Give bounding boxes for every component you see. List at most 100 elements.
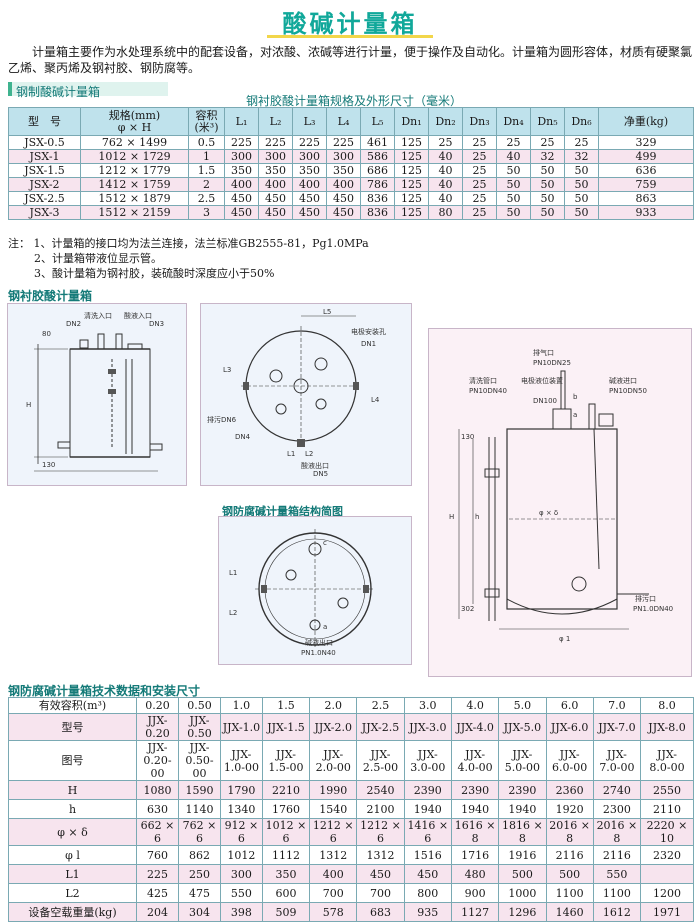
table-cell: 40 xyxy=(428,163,463,178)
diagram-label-alkali: 钢防腐碱计量箱结构简图 xyxy=(222,505,343,518)
table-header-cell: 容积 (米³) xyxy=(188,107,225,136)
table-cell: 2016 × 8 xyxy=(592,818,642,846)
table-cell: 125 xyxy=(394,177,429,192)
table-cell: 3 xyxy=(188,205,225,220)
table-cell: 2116 xyxy=(592,845,642,865)
table-cell: JJX- 4.0-00 xyxy=(450,740,500,781)
table-cell: 1590 xyxy=(178,780,222,800)
table-cell: 4.0 xyxy=(450,697,500,714)
pn-dn25-label: PN10DN25 xyxy=(533,359,571,367)
table-cell: 578 xyxy=(309,902,358,922)
table-cell: 350 xyxy=(326,163,361,178)
table-cell: JJX-5.0 xyxy=(498,713,547,741)
table-cell: 450 xyxy=(356,864,405,884)
table-cell: 862 xyxy=(178,845,222,865)
table-header-cell: Dn₃ xyxy=(462,107,497,136)
table-cell: 350 xyxy=(261,864,311,884)
table-cell: 300 xyxy=(220,864,263,884)
table-cell: 329 xyxy=(598,135,694,150)
table-cell: 1612 xyxy=(592,902,642,922)
table-cell: JJX- 5.0-00 xyxy=(498,740,547,781)
table-cell: 25 xyxy=(462,149,497,164)
table-cell: JSX-2.5 xyxy=(8,191,81,206)
vent-label: 酸液出口 xyxy=(301,461,329,470)
l5-label: L5 xyxy=(323,308,331,316)
row-header: 图号 xyxy=(8,740,137,781)
table-cell: 50 xyxy=(564,163,599,178)
l4-label: L4 xyxy=(371,396,380,404)
dn2-label: DN2 xyxy=(66,320,81,328)
table-cell: 400 xyxy=(326,177,361,192)
table-cell: 50 xyxy=(496,191,531,206)
table-cell: 2390 xyxy=(498,780,547,800)
table-cell: JJX- 3.0-00 xyxy=(403,740,452,781)
note-line: 注： 1、计量箱的接口均为法兰连接，法兰标准GB2555-81，Pg1.0MPa xyxy=(8,237,369,250)
title-underline xyxy=(267,35,433,38)
dn3-label: DN3 xyxy=(149,320,164,328)
table-cell: 2116 xyxy=(545,845,594,865)
dim-h-label: H xyxy=(449,513,454,521)
table-cell: 836 xyxy=(360,205,395,220)
table-cell: 50 xyxy=(530,163,565,178)
table-cell: JSX-2 xyxy=(8,177,81,192)
table-cell: 25 xyxy=(462,163,497,178)
table-cell: 425 xyxy=(135,883,180,903)
table-cell: JJX-2.0 xyxy=(309,713,358,741)
table-cell: 499 xyxy=(598,149,694,164)
table-cell: 1296 xyxy=(498,902,547,922)
table-cell: 586 xyxy=(360,149,395,164)
note-line: 3、酸计量箱为钢衬胶，装硫酸时深度应小于50% xyxy=(34,267,275,280)
table-cell: 762 × 1499 xyxy=(80,135,189,150)
table-cell: 50 xyxy=(496,205,531,220)
table-cell: JJX- 1.5-00 xyxy=(261,740,311,781)
table-cell: 3.0 xyxy=(403,697,452,714)
table-cell: JJX-0.50 xyxy=(178,713,222,741)
table-cell: 1616 × 8 xyxy=(450,818,500,846)
table-cell: 686 xyxy=(360,163,395,178)
table-cell: JSX-1.5 xyxy=(8,163,81,178)
table-cell: 1127 xyxy=(450,902,500,922)
table-cell: 2210 xyxy=(261,780,311,800)
outlet-label: 酸液入口 xyxy=(124,311,152,320)
table-cell: 125 xyxy=(394,149,429,164)
table-cell: 350 xyxy=(292,163,327,178)
table-cell: 1816 × 8 xyxy=(498,818,547,846)
table-cell: 1012 × 6 xyxy=(261,818,311,846)
row-header: φ l xyxy=(8,845,137,865)
table-cell: JJX-7.0 xyxy=(592,713,642,741)
table-cell: 400 xyxy=(258,177,293,192)
table-cell: 1916 xyxy=(498,845,547,865)
table-cell: JSX-1 xyxy=(8,149,81,164)
table-cell: 1212 × 1779 xyxy=(80,163,189,178)
section-bar xyxy=(8,82,168,96)
table-header-cell: 规格(mm) φ × H xyxy=(80,107,189,136)
table-cell: 2740 xyxy=(592,780,642,800)
table-cell: 800 xyxy=(403,883,452,903)
table-header-cell: L₄ xyxy=(326,107,361,136)
table-cell: 759 xyxy=(598,177,694,192)
table-header-row: 型 号 规格(mm) φ × H 容积 (米³) L₁ L₂ L₃ L₄ L₅ … xyxy=(8,107,694,136)
table-cell: 40 xyxy=(496,149,531,164)
table-cell: JJX- 2.0-00 xyxy=(309,740,358,781)
table-cell: 2100 xyxy=(356,799,405,819)
row-header: H xyxy=(8,780,137,800)
table-cell: 125 xyxy=(394,205,429,220)
table-cell: 1 xyxy=(188,149,225,164)
table-cell: 50 xyxy=(530,177,565,192)
table-cell: JJX-1.0 xyxy=(220,713,263,741)
table-cell: JJX-4.0 xyxy=(450,713,500,741)
table-cell: 1112 xyxy=(261,845,311,865)
table-cell: 50 xyxy=(530,191,565,206)
table-cell: 50 xyxy=(496,163,531,178)
row-header: L1 xyxy=(8,864,137,884)
table-header-cell: L₁ xyxy=(224,107,259,136)
table-cell: 636 xyxy=(598,163,694,178)
row-header: 设备空载重量(kg) xyxy=(8,902,137,922)
table-cell: 7.0 xyxy=(592,697,642,714)
